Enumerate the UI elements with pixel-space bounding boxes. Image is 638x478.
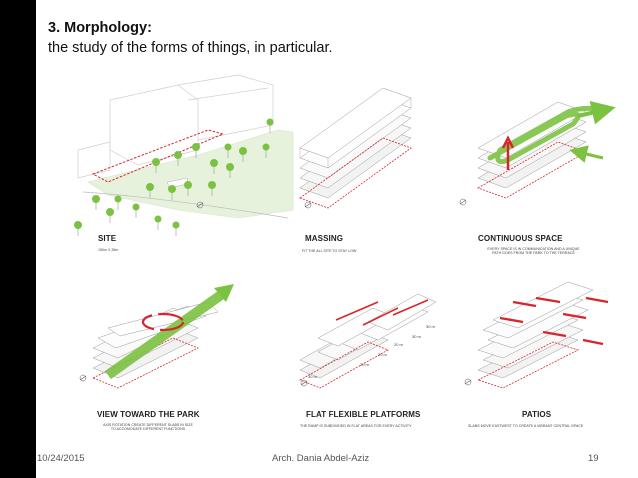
patio-marks <box>499 296 609 346</box>
tree <box>146 183 154 198</box>
tree <box>174 151 182 166</box>
tree <box>224 143 232 158</box>
panel-caption-site: 150m X 35m <box>98 248 119 252</box>
tree <box>74 221 82 236</box>
left-sidebar-bar <box>0 0 36 478</box>
north-arrow-icon <box>304 201 312 209</box>
north-arrow-icon <box>79 374 87 382</box>
park-area <box>87 129 294 219</box>
tree <box>172 221 180 236</box>
north-arrow-icon <box>300 379 308 387</box>
footer-date: 10/24/2015 <box>37 453 85 464</box>
massing-panel <box>299 87 412 209</box>
tree <box>239 147 247 162</box>
panel-caption-continuous-space: EVERY SPACE IS IN COMMUNICATION AND A UN… <box>487 247 580 256</box>
tree <box>106 208 114 223</box>
tree <box>192 143 200 158</box>
slide-subtitle: the study of the forms of things, in par… <box>48 40 333 56</box>
panel-label-massing: MASSING <box>305 234 344 243</box>
panel-caption-view: AXIS ROTATION CREATE DIFFERENT SLABS IN … <box>103 423 193 432</box>
view-panel <box>79 284 234 389</box>
panel-caption-massing: FIT THE ALL SITE TO STAY LOW <box>302 249 357 253</box>
panel-label-view: VIEW TOWARD THE PARK <box>97 410 200 419</box>
dimension-label: 20 m <box>378 352 387 357</box>
dimension-label: 20 m <box>394 342 403 347</box>
tree <box>154 215 162 230</box>
dimension-label: 20 m <box>360 362 369 367</box>
tree <box>226 163 234 178</box>
north-arrow-icon <box>459 198 467 206</box>
tree <box>92 195 100 210</box>
footer-page-number: 19 <box>588 453 599 464</box>
morphology-diagram: SITE 150m X 35m MASSING FIT THE ALL SITE… <box>38 70 638 450</box>
north-arrow-icon <box>196 201 204 209</box>
tree <box>114 195 122 210</box>
site-footprint <box>299 341 389 389</box>
site-footprint <box>299 137 412 209</box>
panel-label-patios: PATIOS <box>522 410 552 419</box>
platforms-panel <box>299 293 437 389</box>
footer-author: Arch. Dania Abdel-Aziz <box>272 453 370 464</box>
panel-caption-patios: SLABS MOVE EASTWEST TO CREATE A VIBRANT … <box>468 424 584 428</box>
slide-title: 3. Morphology: <box>48 20 152 36</box>
panel-label-platforms: FLAT FLEXIBLE PLATFORMS <box>306 410 421 419</box>
tree <box>184 181 192 196</box>
panel-label-site: SITE <box>98 234 117 243</box>
site-trees <box>74 118 274 236</box>
site-footprint <box>476 341 580 389</box>
view-arrow-icon <box>105 290 224 380</box>
tree <box>168 185 176 200</box>
tree <box>152 158 160 173</box>
ramp-lines <box>335 299 429 326</box>
continuous-space-panel <box>459 101 616 206</box>
patios-panel <box>464 281 609 389</box>
dimension-label: 30 m <box>426 324 435 329</box>
diagram-svg <box>74 74 616 389</box>
tree <box>132 203 140 218</box>
tree <box>208 181 216 196</box>
green-arrow-icon <box>569 145 604 163</box>
site-road <box>82 191 289 219</box>
dimension-label: 30 m <box>308 374 317 379</box>
green-arrow-icon <box>577 101 616 125</box>
slab-stack <box>477 281 594 379</box>
slab-stack <box>299 87 412 199</box>
view-arrow-head <box>214 284 234 302</box>
panel-label-continuous-space: CONTINUOUS SPACE <box>478 234 563 243</box>
dimension-label: 30 m <box>412 334 421 339</box>
north-arrow-icon <box>464 378 472 386</box>
tree <box>262 143 270 158</box>
path-ramp <box>487 105 607 165</box>
rotation-ring-icon <box>141 312 185 332</box>
red-arrow-icon <box>501 135 515 170</box>
panel-caption-platforms: THE RAMP IS SUBDIVIDED IN FLAT AREAS FOR… <box>300 424 412 428</box>
tree <box>210 159 218 174</box>
site-footprint <box>92 337 199 389</box>
site-boundary <box>91 129 225 183</box>
tree <box>266 118 274 133</box>
site-panel <box>74 74 294 236</box>
